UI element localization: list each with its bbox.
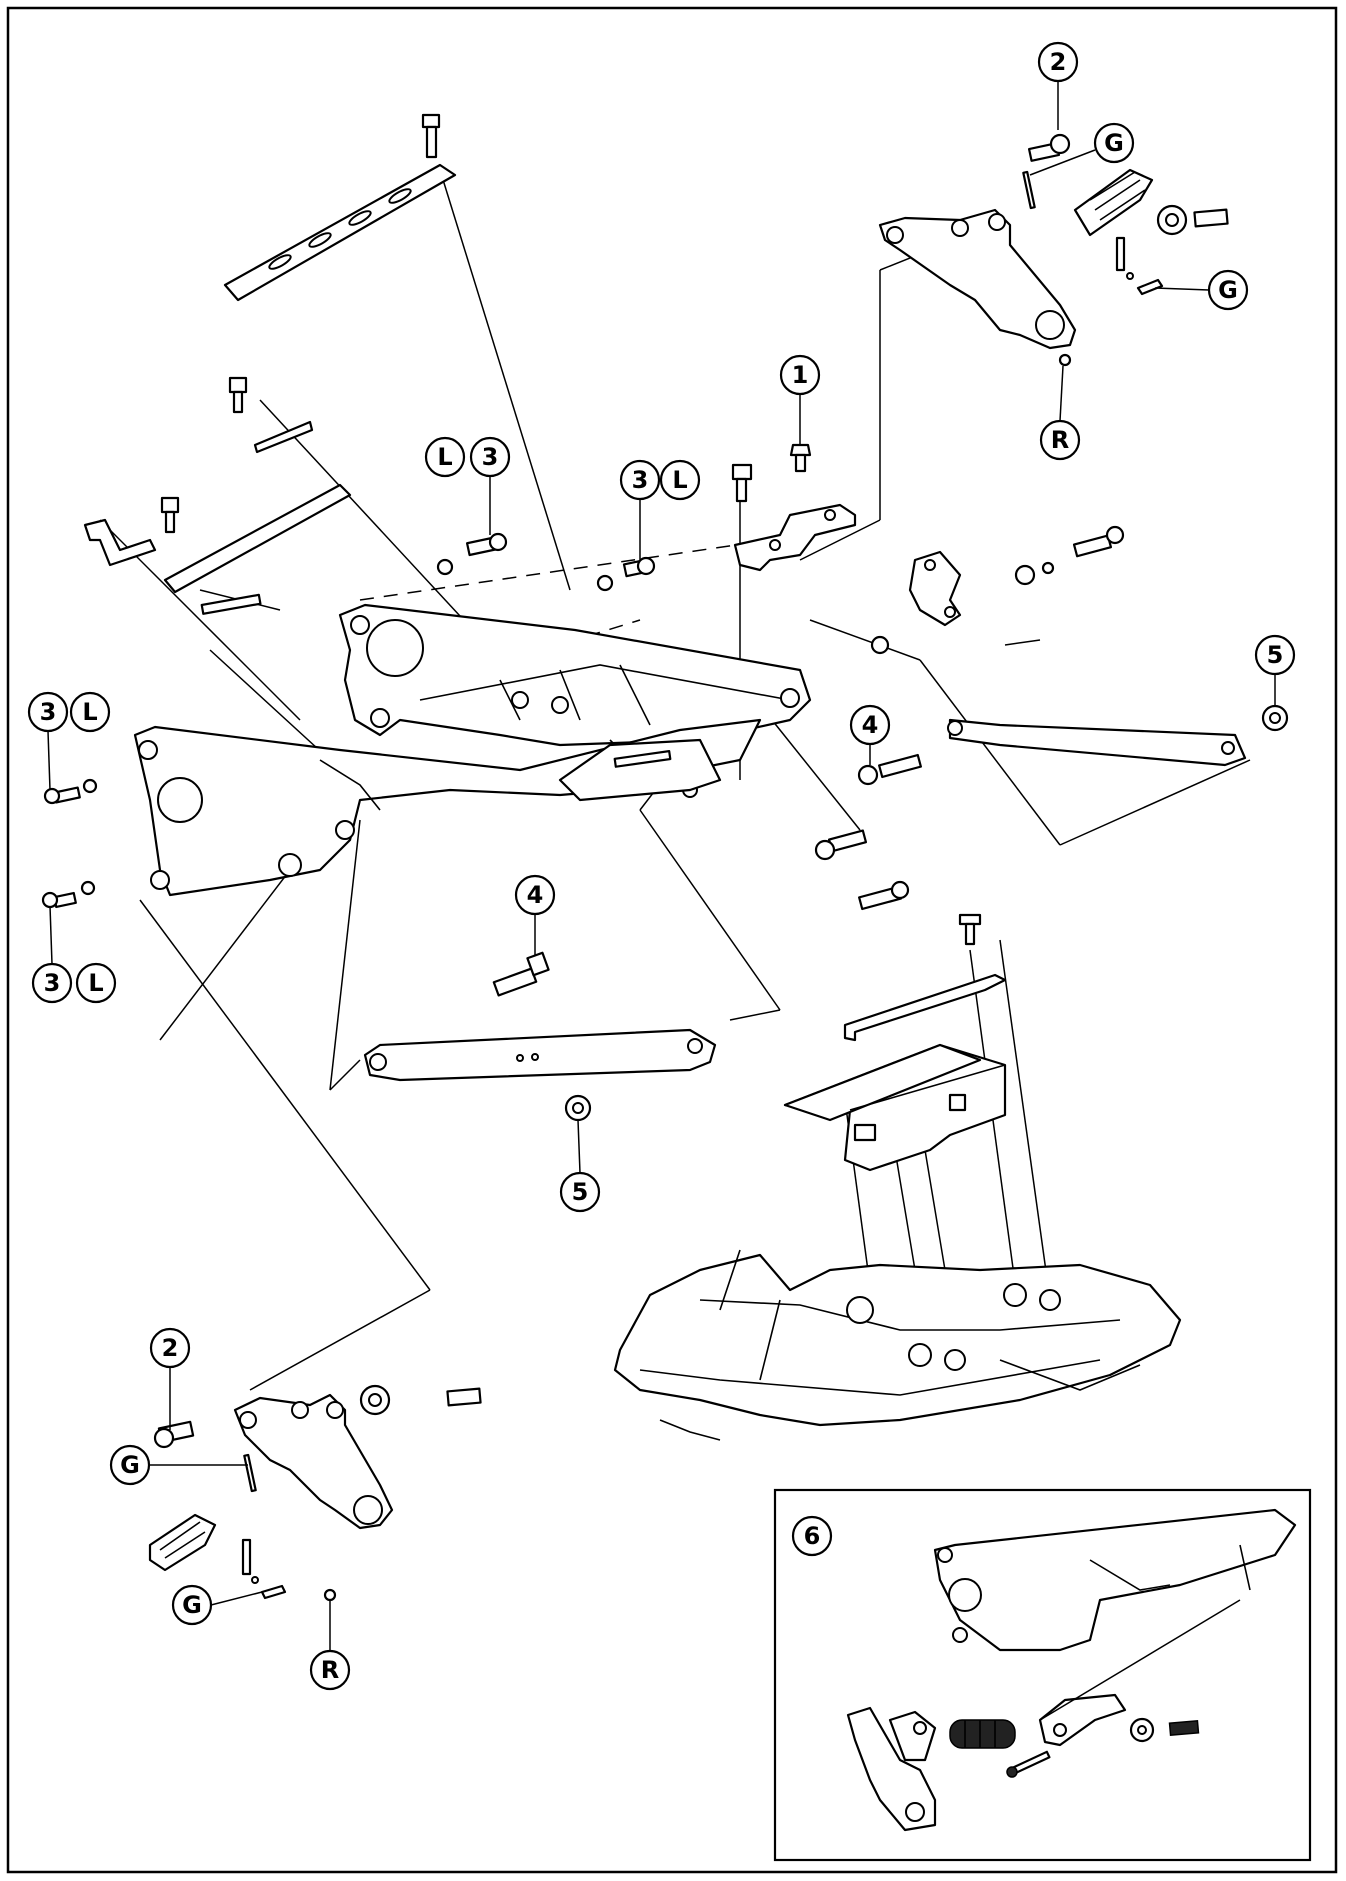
callout-2-bottom: 2: [149, 1327, 191, 1369]
svg-text:4: 4: [527, 881, 544, 909]
center-mount-bracket: [733, 503, 857, 572]
callout-r-top: R: [1039, 419, 1081, 461]
top-rail-bolt: [421, 113, 441, 159]
callout-l-b: L: [659, 459, 701, 501]
upper-seat-rail-strip: [223, 163, 457, 302]
svg-text:3: 3: [40, 698, 57, 726]
svg-text:L: L: [88, 969, 103, 997]
svg-text:L: L: [437, 443, 452, 471]
svg-text:1: 1: [792, 361, 809, 389]
svg-text:3: 3: [482, 443, 499, 471]
svg-text:G: G: [120, 1451, 140, 1479]
inset-footpeg-rubber: [949, 1719, 1016, 1749]
callout-g-top-2: G: [1207, 269, 1249, 311]
callout-g-bottom-2: G: [171, 1584, 213, 1626]
subframe-center-crossmember: [558, 738, 722, 802]
inset-stay-and-hardware: [1006, 1599, 1241, 1778]
svg-text:2: 2: [162, 1334, 179, 1362]
callout-leaders: [47, 81, 1276, 1651]
callout-l-d: L: [75, 962, 117, 1004]
callout-1: 1: [779, 354, 821, 396]
tray-strap: [843, 913, 1007, 1042]
callout-3-c: 3: [27, 691, 69, 733]
rear-subframe-upper: [338, 603, 812, 747]
bottom-left-hardware: [153, 1384, 482, 1602]
svg-text:4: 4: [862, 711, 879, 739]
svg-text:3: 3: [632, 466, 649, 494]
right-mid-hardware: [436, 525, 1125, 655]
right-mid-bracket: [908, 550, 962, 627]
callout-3-b: 3: [619, 459, 661, 501]
svg-text:G: G: [182, 1591, 202, 1619]
bottom-left-footpeg: [148, 1513, 217, 1572]
bottom-left-footpeg-bracket: [233, 1393, 394, 1530]
rear-fender-undertray: [613, 1249, 1182, 1441]
svg-text:3: 3: [44, 969, 61, 997]
top-right-footpeg-bracket: [878, 208, 1077, 350]
callout-2-top: 2: [1037, 41, 1079, 83]
callout-4-low: 4: [514, 874, 556, 916]
callout-g-top: G: [1093, 122, 1135, 164]
callout-l-c: L: [69, 691, 111, 733]
inset-subframe: [933, 1508, 1297, 1652]
svg-text:6: 6: [804, 1522, 821, 1550]
callout-3-d: 3: [31, 962, 73, 1004]
top-right-footpeg: [1073, 168, 1154, 237]
svg-text:2: 2: [1050, 48, 1067, 76]
lower-stay-hardware: [492, 951, 592, 1122]
callout-5-right: 5: [1254, 634, 1296, 676]
right-support-stay: [947, 718, 1247, 767]
bracket-screw: [789, 443, 812, 473]
battery-tray: [783, 1043, 1007, 1172]
svg-text:L: L: [672, 466, 687, 494]
callout-6-inset: 6: [791, 1515, 833, 1557]
left-bracket: [83, 518, 157, 567]
svg-text:G: G: [1104, 129, 1124, 157]
left-bolts: [160, 376, 248, 534]
svg-text:5: 5: [1267, 641, 1284, 669]
top-right-hardware: [1022, 133, 1229, 367]
left-upper-strip: [163, 420, 352, 615]
callout-3-a: 3: [469, 436, 511, 478]
page-frame: [6, 6, 1338, 1874]
callout-l-a: L: [424, 436, 466, 478]
callout-4-mid: 4: [849, 704, 891, 746]
svg-text:G: G: [1218, 276, 1238, 304]
svg-text:L: L: [82, 698, 97, 726]
svg-text:R: R: [321, 1656, 339, 1684]
right-stay-hardware: [814, 704, 1289, 911]
callout-g-bottom: G: [109, 1444, 151, 1486]
callout-5-low: 5: [559, 1171, 601, 1213]
svg-text:5: 5: [572, 1178, 589, 1206]
svg-text:R: R: [1051, 426, 1069, 454]
inset-footpeg-bracket: [846, 1706, 937, 1832]
center-bolt: [731, 463, 753, 503]
lower-support-stay: [363, 1028, 717, 1082]
callout-r-bottom: R: [309, 1649, 351, 1691]
